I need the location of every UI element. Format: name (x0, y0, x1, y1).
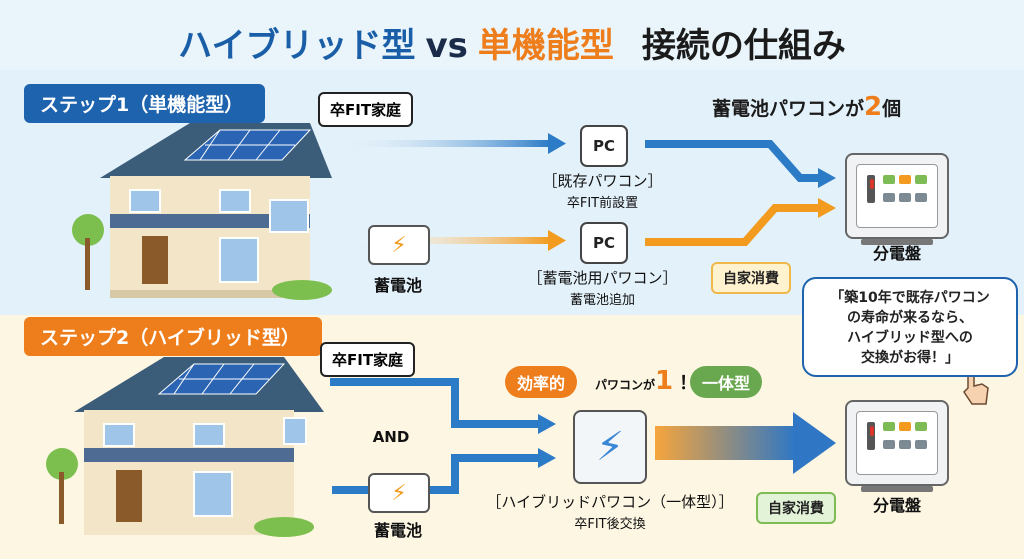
advice-line: の寿命が来るなら、 (847, 310, 973, 326)
lightning-icon: ⚡ (391, 480, 407, 506)
hand-pointer-icon (963, 369, 989, 405)
house-icon (72, 123, 332, 300)
pc-one-text: パワコンが (595, 378, 656, 392)
house-icon (46, 357, 324, 537)
arrow-battery-to-hybrid (332, 448, 556, 494)
advice-line: 交換がお得！」 (861, 350, 959, 366)
step2-self-use: 自家消費 (756, 492, 836, 524)
title-single: 単機能型 (477, 26, 614, 66)
hybrid-power-conditioner-icon: ⚡ (573, 410, 647, 484)
arrow-pc1-to-board (645, 140, 836, 188)
step2-board-label: 分電盤 (872, 496, 921, 515)
integrated-pill: 一体型 (690, 366, 763, 398)
hybrid-label: ［ハイブリッドパワコン（一体型）］ (486, 493, 734, 511)
pc2-label: ［蓄電池用パワコン］ (527, 269, 678, 287)
arrow-pc2-to-board (645, 198, 836, 246)
pc-count-text: 蓄電池パワコンが (712, 98, 865, 120)
pc-one-number: 1 (655, 366, 674, 396)
pc-count-number: 2 (864, 92, 883, 122)
lightning-icon: ⚡ (391, 232, 407, 258)
step2-label: ステップ2（ハイブリッド型） (24, 317, 322, 356)
battery-icon: ⚡ (368, 225, 430, 265)
step2-house-bubble: 卒FIT家庭 (320, 342, 416, 377)
power-conditioner-icon: PC (580, 125, 628, 167)
arrow-battery-to-pc2 (350, 230, 566, 251)
pc1-sub: 卒FIT前設置 (566, 196, 639, 211)
title-vs: vs (425, 26, 468, 66)
power-conditioner-icon: PC (580, 222, 628, 264)
advice-line: ハイブリッド型への (847, 330, 973, 346)
arrow-house-to-pc1 (325, 133, 566, 154)
hybrid-sub: 卒FIT後交換 (574, 517, 646, 532)
arrow-house-to-hybrid (330, 378, 556, 434)
step2-battery-label: 蓄電池 (373, 521, 422, 540)
arrow-hybrid-to-board (655, 412, 836, 474)
efficient-pill: 効率的 (505, 366, 578, 398)
step1-battery-label: 蓄電池 (373, 276, 422, 295)
pc2-sub: 蓄電池追加 (569, 293, 635, 308)
pc-count-unit: 個 (882, 98, 902, 120)
step1-board-label: 分電盤 (872, 244, 921, 263)
advice-line: 「築10年で既存パワコン (830, 290, 990, 306)
step1-label: ステップ1（単機能型） (24, 84, 266, 123)
advice-bubble: 「築10年で既存パワコン の寿命が来るなら、 ハイブリッド型への 交換がお得！」 (802, 277, 1018, 377)
step1-self-use: 自家消費 (711, 262, 791, 294)
distribution-board-icon (845, 153, 949, 245)
advice-text: 「築10年で既存パワコン の寿命が来るなら、 ハイブリッド型への 交換がお得！」 (804, 288, 1016, 368)
pc1-label: ［既存パワコン］ (542, 172, 663, 190)
battery-icon: ⚡ (368, 473, 430, 513)
lightning-icon: ⚡ (595, 424, 625, 470)
step1-house-bubble: 卒FIT家庭 (318, 92, 414, 127)
and-label: AND (372, 428, 410, 446)
distribution-board-icon (845, 400, 949, 492)
pc-count-note: 蓄電池パワコンが2個 (712, 92, 901, 122)
pc-one-note: パワコンが1！ (595, 366, 697, 396)
title-connection: 接続の仕組み (641, 26, 846, 66)
title-hybrid: ハイブリッド型 (178, 26, 416, 66)
